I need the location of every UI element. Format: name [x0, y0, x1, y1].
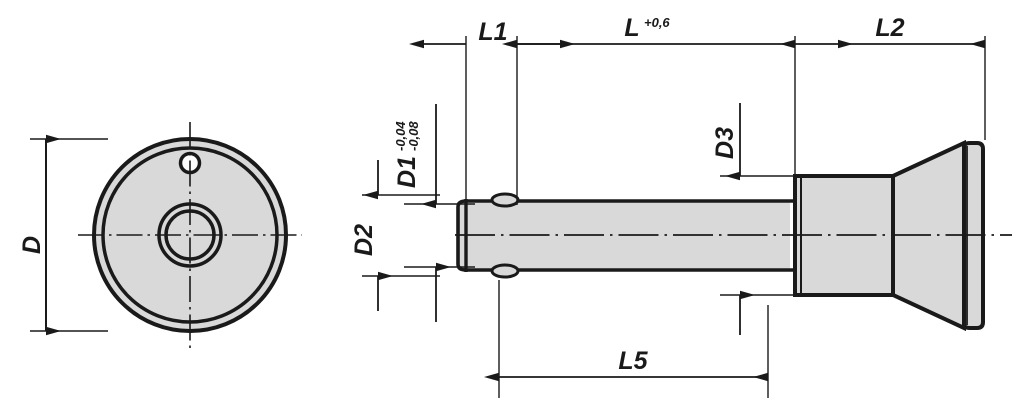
front-view-circular: D	[18, 122, 302, 348]
dim-label-L-tolerance: +0,6	[644, 15, 670, 30]
ball-detent-bottom	[490, 263, 520, 279]
side-view-sectional	[455, 139, 1012, 332]
dim-D-label-group: D	[18, 236, 46, 254]
dimension-group-left-vertical: D2 D1 -0,04 -0,08	[350, 104, 475, 322]
dimension-group-L5: L5	[484, 280, 769, 398]
dim-label-L5: L5	[618, 347, 648, 375]
dim-label-D1-tolerance-lower: -0,08	[406, 121, 421, 151]
dim-label-D: D	[18, 236, 46, 254]
dim-label-D1: D1	[393, 156, 421, 188]
dim-label-D1-tolerance-upper: -0,04	[393, 121, 408, 151]
dim-label-D3: D3	[711, 127, 739, 159]
dim-D3-label-group: D3	[711, 127, 739, 159]
dim-D1-label-group: D1 -0,04 -0,08	[393, 121, 421, 188]
dim-label-L2: L2	[875, 14, 904, 42]
ball-detent-top	[490, 192, 520, 208]
dim-label-L1: L1	[478, 18, 507, 46]
dimension-group-D3: D3	[711, 103, 800, 335]
dim-D2-label-group: D2	[350, 224, 378, 256]
dim-label-L-group: L +0,6	[624, 14, 670, 42]
dimension-group-top: L1 L +0,6 L2	[409, 14, 986, 215]
dim-label-D2: D2	[350, 224, 378, 256]
dim-label-L: L	[624, 14, 639, 42]
